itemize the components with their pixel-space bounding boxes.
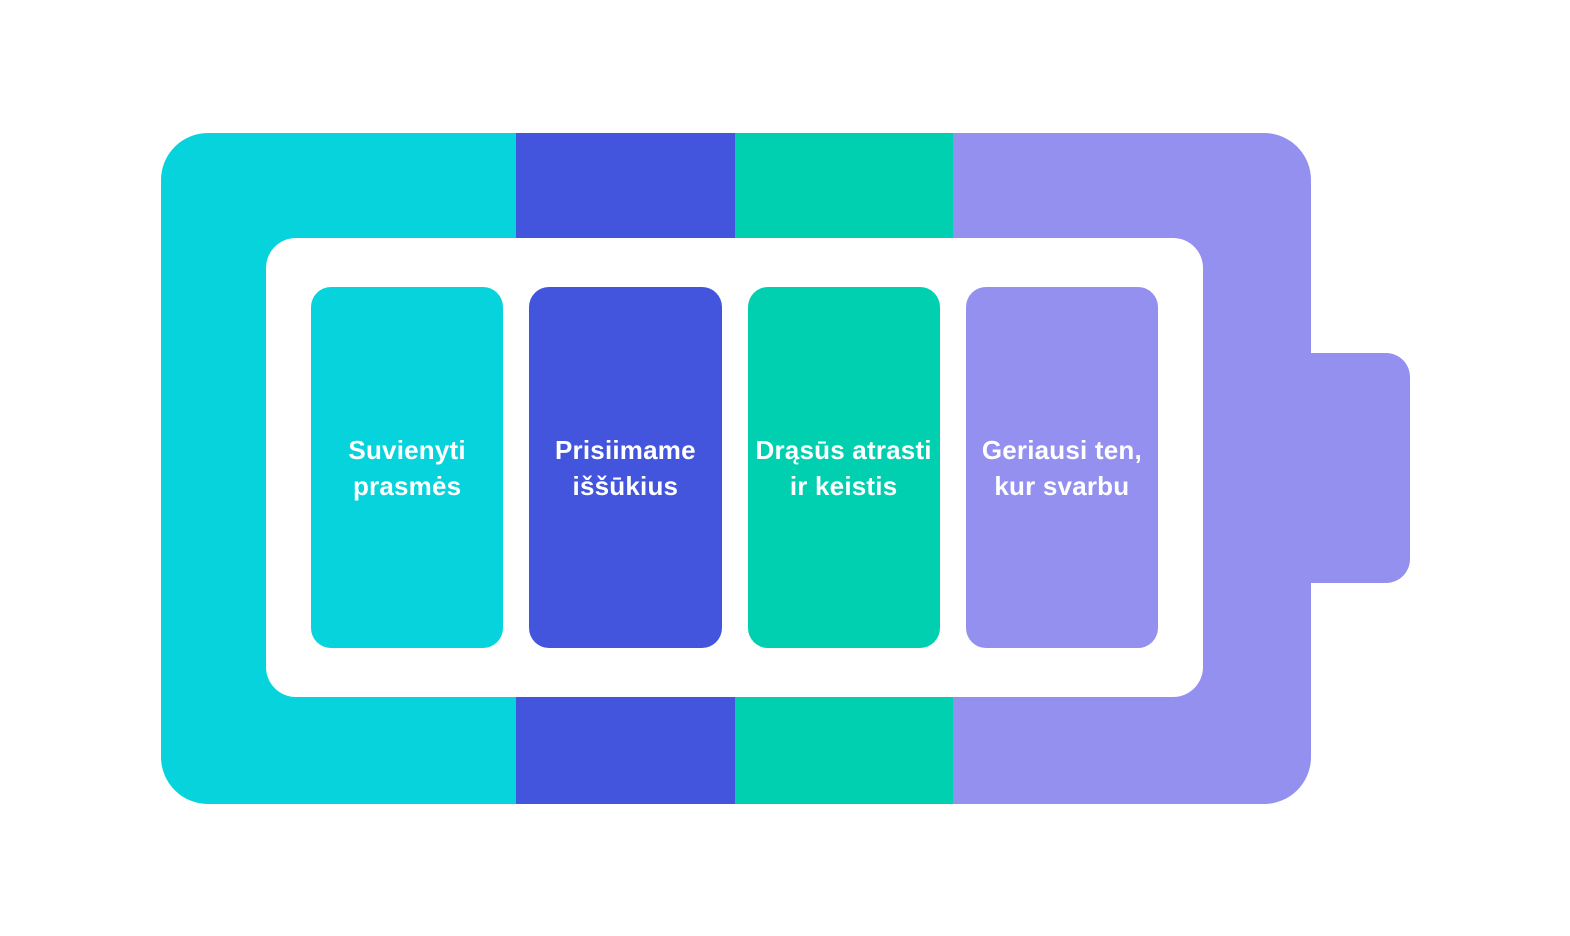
value-card-4-line-1: Geriausi ten, — [981, 434, 1142, 465]
value-card-4-line-2: kur svarbu — [994, 470, 1130, 501]
value-card-2-line-2: iššūkius — [572, 470, 679, 501]
value-card-3-line-2: ir keistis — [789, 470, 898, 501]
value-card-3-label: Drąsūs atrasti ir keistis — [756, 432, 932, 504]
value-card-1-line-2: prasmės — [352, 470, 462, 501]
value-card-2-label: Prisiimame iššūkius — [555, 432, 696, 504]
value-card-1: Suvienyti prasmės — [311, 287, 504, 648]
value-card-1-line-1: Suvienyti — [348, 434, 466, 465]
battery-icon: Suvienyti prasmės Prisiimame iššūkius Dr… — [161, 133, 1410, 804]
value-card-4-label: Geriausi ten, kur svarbu — [982, 432, 1142, 504]
battery-body: Suvienyti prasmės Prisiimame iššūkius Dr… — [161, 133, 1311, 804]
value-card-1-label: Suvienyti prasmės — [348, 432, 465, 504]
value-card-4: Geriausi ten, kur svarbu — [965, 287, 1158, 648]
value-card-2-line-1: Prisiimame — [555, 434, 696, 465]
value-card-3-line-1: Drąsūs atrasti — [755, 434, 932, 465]
value-card-3: Drąsūs atrasti ir keistis — [747, 287, 940, 648]
value-card-2: Prisiimame iššūkius — [529, 287, 722, 648]
battery-inner-frame: Suvienyti prasmės Prisiimame iššūkius Dr… — [266, 238, 1203, 697]
